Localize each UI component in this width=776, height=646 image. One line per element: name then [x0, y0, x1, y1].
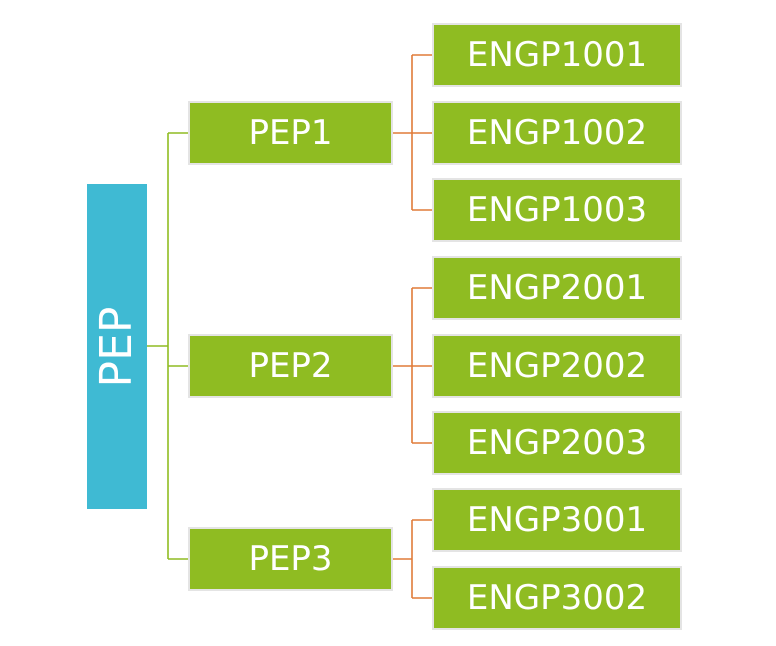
node-label: ENGP3002 [466, 578, 648, 618]
node-label: ENGP2003 [466, 423, 648, 463]
node-engp1001: ENGP1001 [432, 23, 682, 87]
node-pep1: PEP1 [188, 101, 393, 165]
node-label: PEP1 [248, 113, 333, 153]
pep2-connectors [393, 287, 432, 444]
node-label: ENGP1002 [466, 113, 648, 153]
node-pep3: PEP3 [188, 527, 393, 591]
node-engp1003: ENGP1003 [432, 178, 682, 242]
root-connectors [147, 132, 188, 560]
node-engp1002: ENGP1002 [432, 101, 682, 165]
root-label: PEP [91, 306, 142, 387]
node-label: ENGP2001 [466, 268, 648, 308]
node-engp3002: ENGP3002 [432, 566, 682, 630]
node-engp2003: ENGP2003 [432, 411, 682, 475]
node-label: PEP3 [248, 539, 333, 579]
node-pep2: PEP2 [188, 334, 393, 398]
node-label: ENGP3001 [466, 500, 648, 540]
node-engp3001: ENGP3001 [432, 488, 682, 552]
node-engp2002: ENGP2002 [432, 334, 682, 398]
node-label: PEP2 [248, 346, 333, 386]
root-node: PEP [87, 184, 147, 509]
pep1-connectors [393, 54, 432, 211]
node-label: ENGP1003 [466, 190, 648, 230]
pep3-connectors [393, 519, 432, 599]
node-label: ENGP1001 [466, 35, 648, 75]
node-label: ENGP2002 [466, 346, 648, 386]
node-engp2001: ENGP2001 [432, 256, 682, 320]
